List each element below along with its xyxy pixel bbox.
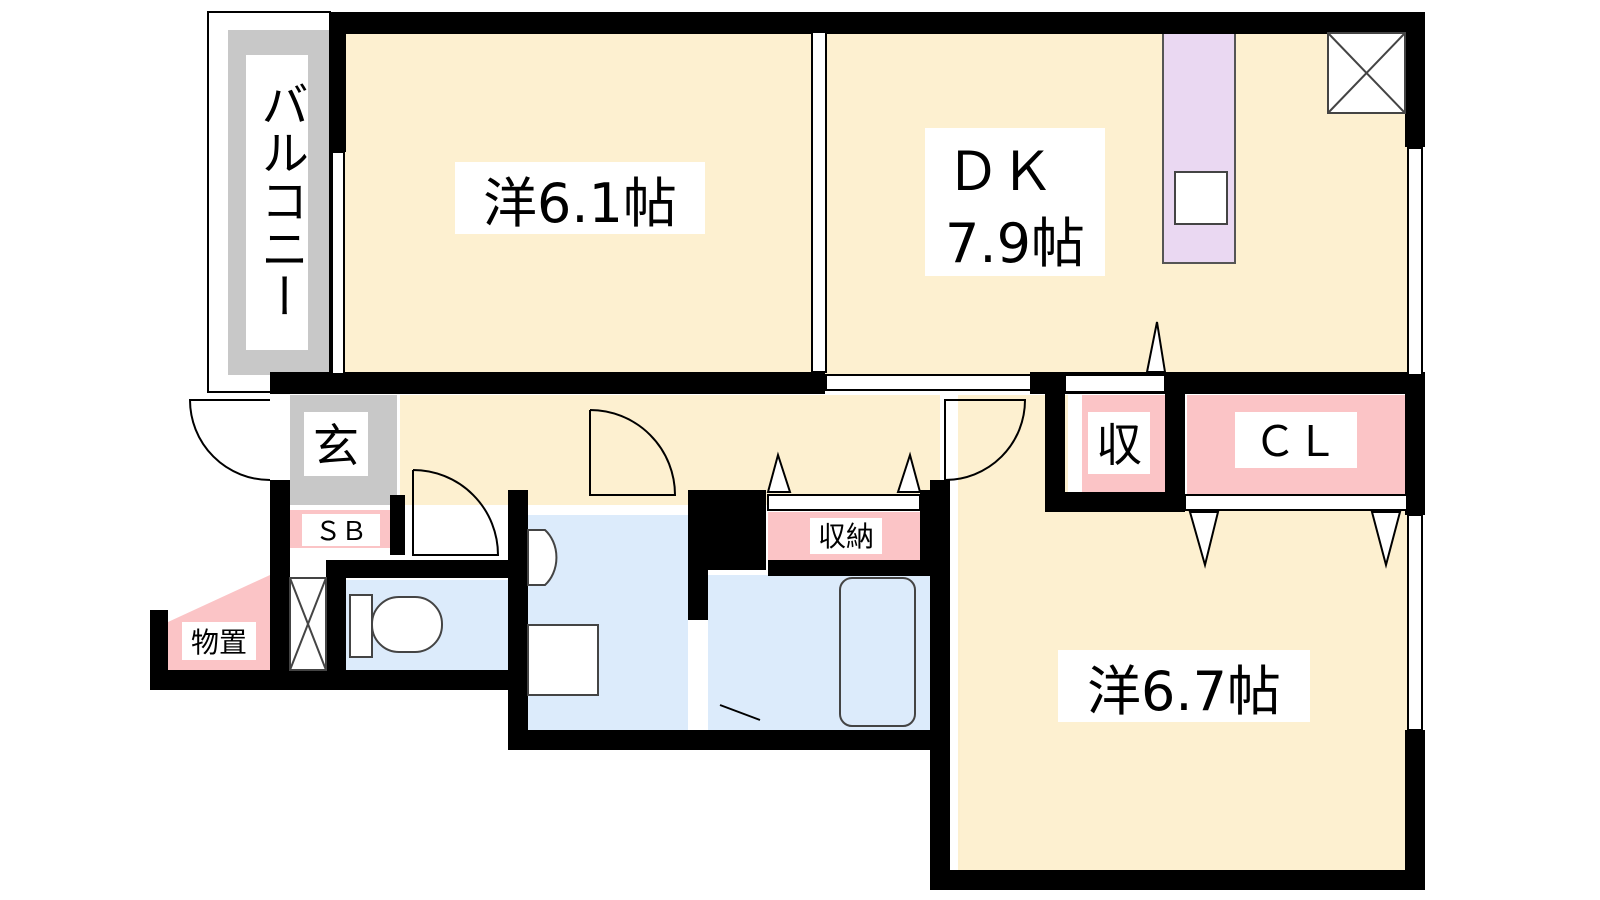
label-bg-balcony [246,55,308,350]
label-bg-storage [810,518,882,554]
walls [150,12,1425,890]
partition-sliding-door [811,31,827,373]
toilet-tank [349,594,373,658]
label-shoe-box: ＳＢ [315,517,367,547]
windows [331,147,1423,731]
label-entrance: 玄 [313,419,359,473]
hall-floor [400,395,940,505]
sink [527,529,558,586]
label-bg-western-1 [455,162,705,234]
kitchen-counter [1162,32,1236,264]
cooktop [1174,171,1228,225]
label-bg-closet [1235,412,1357,468]
label-bg-dk [925,128,1105,276]
label-storage: 収納 [818,520,874,553]
doors [188,399,1027,721]
closet-doors [766,321,1408,569]
label-bg-shoe-box [302,514,380,546]
toilet-bowl [371,596,443,653]
label-bg-shed [182,622,256,660]
washing-machine-pan [527,624,599,696]
balcony-rail [207,11,331,393]
label-dk-name: ＤＫ [946,140,1054,203]
fixtures [289,32,1406,727]
label-bg-storage-small [1088,412,1150,474]
label-storage-small: 収 [1096,418,1142,472]
label-balcony: バルコニー [252,80,308,320]
label-bg-western-2 [1058,650,1310,722]
label-dk-size: 7.9帖 [945,212,1085,275]
label-bg-entrance [304,412,368,476]
label-western-1: 洋6.1帖 [483,172,677,235]
bathtub [839,577,916,727]
label-shed: 物置 [191,626,247,659]
bathroom-floor [708,575,930,730]
label-closet: ＣＬ [1254,417,1338,466]
label-western-2: 洋6.7帖 [1087,660,1281,723]
